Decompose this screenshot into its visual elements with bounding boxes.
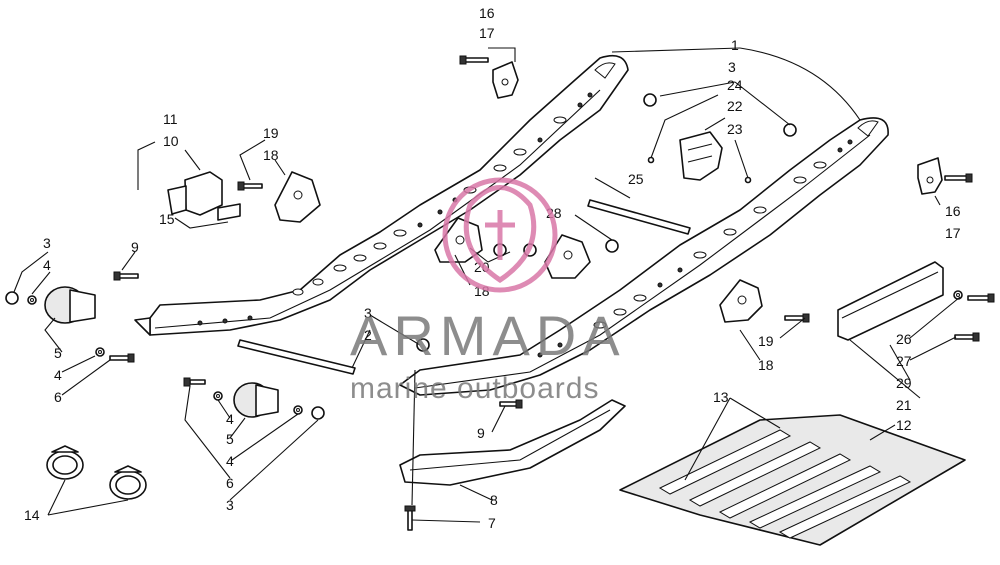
callout-10: 10 xyxy=(163,133,179,149)
callout-4-left: 4 xyxy=(43,257,51,273)
callout-26: 26 xyxy=(896,331,912,347)
axle-mount-18-lower xyxy=(719,279,763,323)
callout-7: 7 xyxy=(488,515,496,531)
callout-5-mid: 5 xyxy=(226,431,234,447)
callout-16-top: 16 xyxy=(479,5,495,21)
wear-strip-8 xyxy=(399,399,626,486)
bumper-5-left xyxy=(44,286,96,324)
watermark-brand: ARMADA xyxy=(350,304,626,367)
bumper-5-mid xyxy=(233,382,279,418)
callout-6-left: 6 xyxy=(54,389,62,405)
callout-18-left: 18 xyxy=(263,147,279,163)
callout-24: 24 xyxy=(727,77,743,93)
callout-11: 11 xyxy=(163,111,178,127)
callout-4-mid: 4 xyxy=(226,411,234,427)
callout-labels: 16 17 1 3 24 22 23 11 10 19 18 15 25 28 … xyxy=(24,5,961,531)
callout-12: 12 xyxy=(896,417,912,433)
callout-1: 1 xyxy=(731,37,739,53)
callout-18-right: 18 xyxy=(758,357,774,373)
axle-mount-18-left xyxy=(274,171,321,223)
callout-29: 29 xyxy=(896,375,912,391)
callout-25: 25 xyxy=(628,171,644,187)
watermark-tagline: marine outboards xyxy=(350,372,599,405)
callout-13: 13 xyxy=(713,389,729,405)
callout-3-left: 3 xyxy=(43,235,51,251)
hose-clamp-14-a xyxy=(46,445,84,480)
track-12 xyxy=(619,414,966,546)
callout-3-bottom: 3 xyxy=(226,497,234,513)
callout-19-left: 19 xyxy=(263,125,279,141)
callout-8: 8 xyxy=(490,492,498,508)
left-slide-rail xyxy=(134,54,629,336)
cross-shaft-2 xyxy=(237,339,356,375)
callout-23: 23 xyxy=(727,121,743,137)
rear-axle-bar-21 xyxy=(837,261,944,341)
callout-21: 21 xyxy=(896,397,912,413)
stop-block-17-top xyxy=(492,61,519,99)
watermark: ARMADA marine outboards xyxy=(350,177,626,405)
callout-3-mid: 3 xyxy=(364,305,372,321)
callout-27: 27 xyxy=(896,353,912,369)
callout-17-right: 17 xyxy=(945,225,961,241)
callout-4-mid2: 4 xyxy=(226,453,234,469)
callout-4-left2: 4 xyxy=(54,367,62,383)
shock-mount-22 xyxy=(679,131,723,181)
callout-14: 14 xyxy=(24,507,40,523)
hardware xyxy=(5,55,995,531)
callout-17-top: 17 xyxy=(479,25,495,41)
callout-5-left: 5 xyxy=(54,345,62,361)
callout-22: 22 xyxy=(727,98,743,114)
leader-lines xyxy=(13,47,961,523)
watermark-logo xyxy=(442,177,558,293)
callout-15: 15 xyxy=(159,211,175,227)
stop-block-17-right xyxy=(917,157,943,195)
callout-9-mid: 9 xyxy=(477,425,485,441)
right-slide-rail xyxy=(399,117,889,396)
callout-3-top: 3 xyxy=(728,59,736,75)
callout-19-right: 19 xyxy=(758,333,774,349)
mount-block-10 xyxy=(167,171,241,221)
callout-6-mid: 6 xyxy=(226,475,234,491)
callout-2: 2 xyxy=(364,327,372,343)
callout-9-left: 9 xyxy=(131,239,139,255)
cross-shaft-25 xyxy=(587,199,691,235)
callout-16-right: 16 xyxy=(945,203,961,219)
hose-clamp-14-b xyxy=(109,465,147,500)
